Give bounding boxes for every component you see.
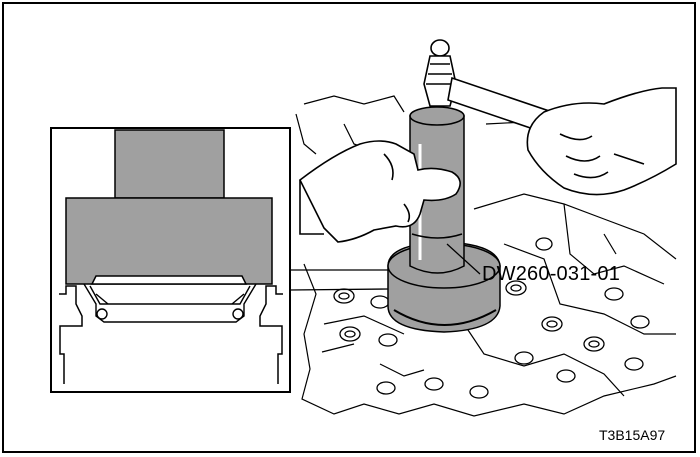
- cross-section-inset: [50, 127, 291, 393]
- installer-shaft-section: [114, 129, 225, 199]
- hand-icon: [526, 87, 677, 196]
- figure-code: T3B15A97: [599, 427, 666, 443]
- diagram-frame: DW260-031-01 T3B15A97: [2, 2, 696, 453]
- tool-callout-line: [446, 243, 481, 275]
- oil-seal-icon: [83, 283, 257, 323]
- hand-icon: [298, 140, 461, 243]
- tool-number-label: DW260-031-01: [482, 263, 621, 285]
- installer-body-section: [65, 197, 273, 285]
- seal-installation-illustration: [50, 39, 677, 417]
- transmission-case: [295, 95, 677, 417]
- inset-leader-lines: [289, 269, 389, 291]
